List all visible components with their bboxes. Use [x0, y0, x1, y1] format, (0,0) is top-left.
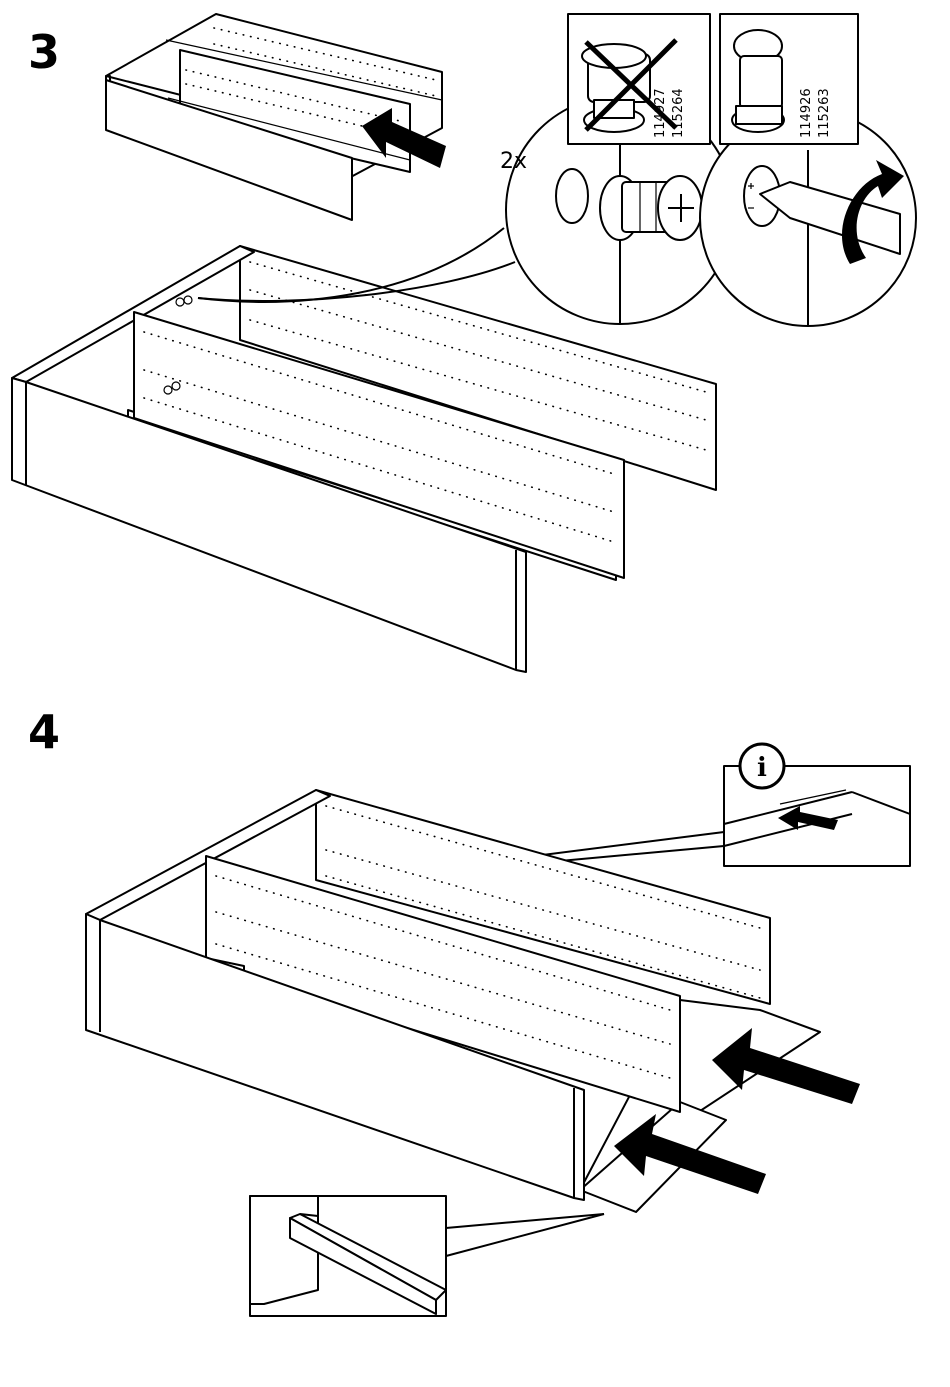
cam-fitting-wrong-icon [582, 44, 650, 132]
right-part-number-1: 114926 [799, 88, 814, 138]
rail-detail-callout [250, 1196, 446, 1316]
step-3-number: 3 [28, 25, 60, 79]
info-callout: i [724, 744, 910, 866]
wrong-part-number-1: 114927 [653, 88, 668, 138]
step4-drawer [86, 790, 820, 1212]
right-part-box: 114926 115263 [720, 14, 858, 144]
cam-fitting-correct-icon [732, 30, 784, 132]
step-4-number: 4 [28, 705, 60, 759]
cam-fitting-icon [600, 176, 702, 240]
wrong-part-number-2: 115264 [671, 88, 686, 138]
svg-text:i: i [757, 753, 767, 783]
wrong-part-box: 114927 115264 [568, 14, 710, 144]
quantity-label: 2x [500, 149, 527, 174]
right-part-number-2: 115263 [817, 88, 832, 138]
